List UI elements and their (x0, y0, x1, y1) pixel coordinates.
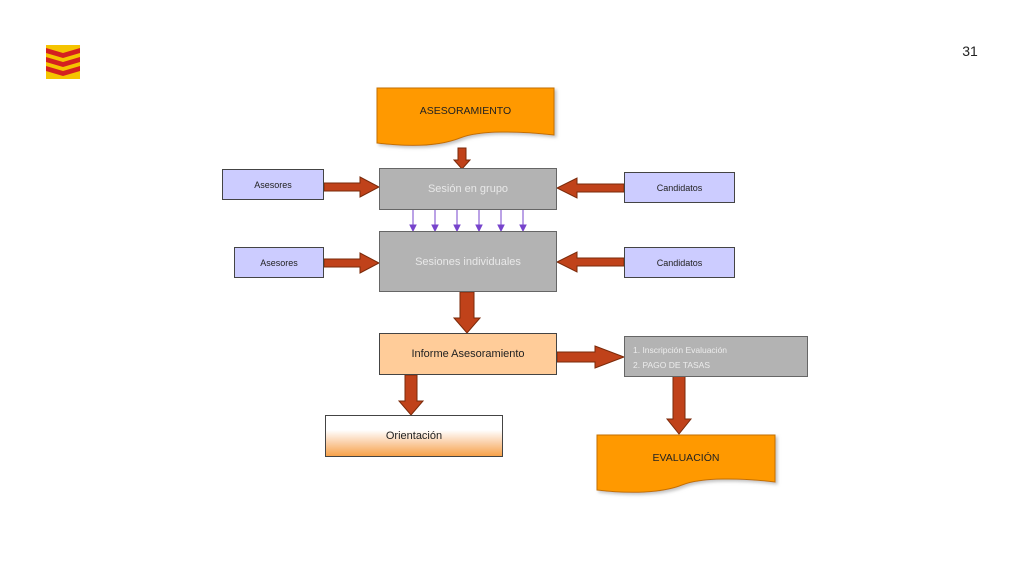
aragon-flag-icon (46, 45, 80, 79)
arrow-candidatos-2-to-individuales (555, 251, 625, 273)
arrow-informe-to-inscripcion (556, 345, 626, 369)
evaluacion-label: EVALUACIÓN (652, 452, 720, 464)
candidatos-box-2: Candidatos (624, 247, 735, 278)
small-arrow-1 (409, 210, 417, 233)
sesion-grupo-box: Sesión en grupo (379, 168, 557, 210)
arrow-asesores-1-to-sesion (323, 176, 381, 198)
inscripcion-item-1: 1. Inscripción Evaluación (633, 345, 728, 355)
small-arrow-2 (431, 210, 439, 233)
arrow-asesores-2-to-individuales (323, 252, 381, 274)
inscripcion-item-2: 2. PAGO DE TASAS (633, 360, 710, 370)
slide-number: 31 (962, 43, 978, 59)
small-arrow-3 (453, 210, 461, 233)
informe-box: Informe Asesoramiento (379, 333, 557, 375)
sesiones-individuales-box: Sesiones individuales (379, 231, 557, 292)
arrow-informe-to-orientacion (397, 374, 425, 416)
asesores-box-2: Asesores (234, 247, 324, 278)
arrow-candidatos-1-to-sesion (555, 177, 625, 199)
asesoramiento-doc-shape (376, 87, 555, 146)
orientacion-box: Orientación (325, 415, 503, 457)
inscripcion-box: 1. Inscripción Evaluación 2. PAGO DE TAS… (624, 336, 808, 377)
asesoramiento-label: ASESORAMIENTO (419, 105, 512, 117)
small-arrow-4 (475, 210, 483, 233)
asesores-box-1: Asesores (222, 169, 324, 200)
small-arrow-5 (497, 210, 505, 233)
arrow-individuales-to-informe (452, 291, 482, 334)
arrow-inscripcion-to-evaluacion (665, 374, 693, 435)
arrow-asesoramiento-to-sesion (452, 147, 472, 170)
evaluacion-doc-shape (596, 434, 776, 493)
small-arrow-6 (519, 210, 527, 233)
candidatos-box-1: Candidatos (624, 172, 735, 203)
